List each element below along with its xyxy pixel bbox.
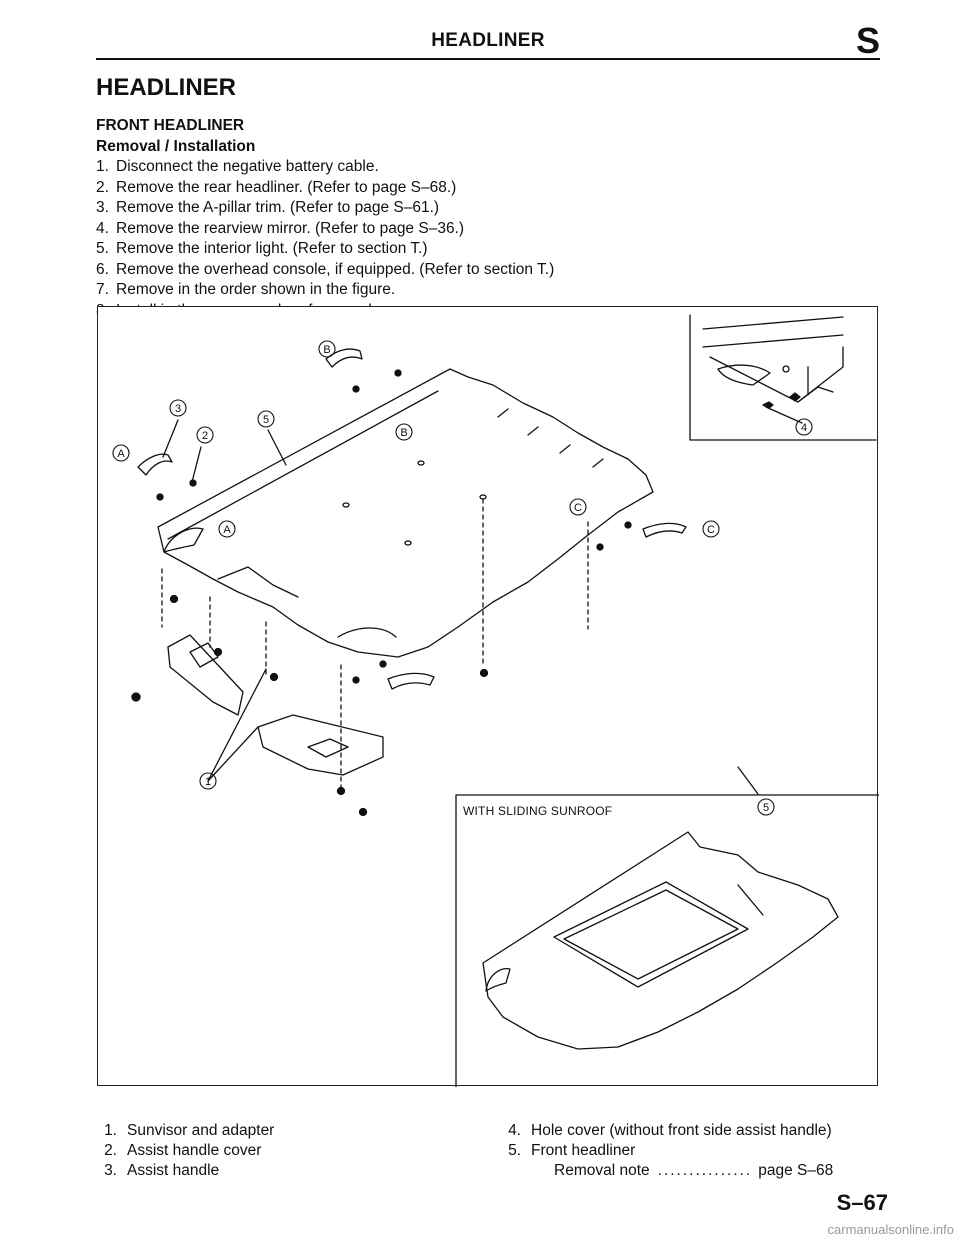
step-number: 6. bbox=[96, 260, 109, 278]
callout-b: B bbox=[400, 427, 407, 439]
legend-text: Assist handle cover bbox=[127, 1142, 262, 1159]
section-letter: S bbox=[855, 20, 880, 61]
callout-markers bbox=[112, 340, 813, 816]
page-number: S–67 bbox=[836, 1190, 888, 1215]
sunroof-inset bbox=[455, 794, 879, 1087]
header-rule bbox=[96, 58, 880, 60]
step-item: 6. Remove the overhead console, if equipp… bbox=[96, 260, 886, 281]
section-subtitle: Removal / Installation bbox=[96, 137, 256, 155]
step-number: 5. bbox=[96, 240, 109, 257]
step-text: Remove the overhead console, if equipped… bbox=[116, 260, 555, 278]
step-item: 4. Remove the rearview mirror. (Refer to … bbox=[96, 219, 886, 240]
step-text: Disconnect the negative battery cable. bbox=[116, 158, 379, 175]
step-text: Remove the rear headliner. (Refer to pag… bbox=[116, 178, 457, 196]
step-text: Remove the rearview mirror. (Refer to pa… bbox=[116, 219, 465, 237]
note-leader-dots: ............... bbox=[657, 1162, 753, 1179]
parts-legend-right: 4. Hole cover (without front side assist … bbox=[494, 1121, 884, 1181]
step-text: Remove the interior light. (Refer to sec… bbox=[116, 240, 428, 257]
step-number: 3. bbox=[96, 199, 109, 216]
section-title: FRONT HEADLINER bbox=[96, 117, 245, 134]
step-item: 7. Remove in the order shown in the figur… bbox=[96, 280, 886, 301]
callout-4: 4 bbox=[801, 422, 807, 434]
header-title: HEADLINER bbox=[431, 30, 545, 51]
step-text: Remove in the order shown in the figure. bbox=[116, 281, 396, 298]
legend-number: 2. bbox=[104, 1142, 117, 1159]
legend-item: 4. Hole cover (without front side assist … bbox=[494, 1121, 884, 1141]
legend-text: Front headliner bbox=[531, 1142, 636, 1159]
assembly-lines bbox=[161, 498, 589, 788]
step-number: 1. bbox=[96, 158, 109, 175]
assist-handles bbox=[137, 348, 687, 690]
legend-item: 1. Sunvisor and adapter bbox=[90, 1121, 410, 1141]
front-headliner-panel bbox=[157, 368, 654, 658]
legend-text: Sunvisor and adapter bbox=[127, 1122, 275, 1139]
hole-cover-inset bbox=[689, 314, 877, 441]
procedure-steps: 1. Disconnect the negative battery cable.… bbox=[96, 157, 886, 321]
exploded-view-figure: 3 2 5 A A B B C C 4 1 5 WITH SLIDING SUN… bbox=[97, 306, 879, 1087]
callout-b: B bbox=[323, 344, 330, 356]
callout-c: C bbox=[707, 524, 715, 536]
legend-number: 5. bbox=[508, 1142, 521, 1159]
step-item: 5. Remove the interior light. (Refer to s… bbox=[96, 239, 886, 260]
inset-caption: WITH SLIDING SUNROOF bbox=[463, 804, 613, 818]
watermark: carmanualsonline.info bbox=[827, 1222, 954, 1237]
note-label: Removal note bbox=[554, 1162, 650, 1179]
callout-c: C bbox=[574, 502, 582, 514]
step-number: 7. bbox=[96, 281, 109, 298]
legend-number: 4. bbox=[508, 1122, 521, 1139]
legend-item: 2. Assist handle cover bbox=[90, 1141, 410, 1161]
callout-a: A bbox=[223, 524, 231, 536]
step-item: 1. Disconnect the negative battery cable. bbox=[96, 157, 886, 178]
legend-text: Assist handle bbox=[127, 1162, 220, 1179]
legend-text: Hole cover (without front side assist ha… bbox=[531, 1122, 832, 1139]
step-item: 3. Remove the A-pillar trim. (Refer to pa… bbox=[96, 198, 886, 219]
procedure-section: FRONT HEADLINER Removal / Installation 1… bbox=[96, 116, 886, 321]
sunvisors bbox=[167, 634, 384, 776]
callout-labels: 3 2 5 A A B B C C 4 1 5 bbox=[117, 344, 807, 814]
step-number: 4. bbox=[96, 219, 109, 237]
callout-leaders bbox=[162, 419, 759, 795]
headliner-diagram: 3 2 5 A A B B C C 4 1 5 bbox=[112, 314, 879, 1087]
callout-2: 2 bbox=[202, 430, 208, 442]
callout-5: 5 bbox=[763, 802, 769, 814]
callout-a: A bbox=[117, 448, 125, 460]
note-page-ref: page S–68 bbox=[758, 1162, 834, 1179]
page-header: HEADLINER S bbox=[96, 20, 880, 61]
step-item: 2. Remove the rear headliner. (Refer to p… bbox=[96, 178, 886, 199]
parts-legend-left: 1. Sunvisor and adapter 2. Assist handle c… bbox=[90, 1121, 410, 1181]
removal-note: Removal note ............... page S–68 bbox=[494, 1161, 884, 1181]
callout-3: 3 bbox=[175, 403, 181, 415]
callout-5: 5 bbox=[263, 414, 269, 426]
callout-1: 1 bbox=[205, 776, 211, 788]
legend-item: 5. Front headliner bbox=[494, 1141, 884, 1161]
legend-number: 3. bbox=[104, 1162, 117, 1179]
legend-number: 1. bbox=[104, 1122, 117, 1139]
step-number: 2. bbox=[96, 178, 109, 196]
legend-item: 3. Assist handle bbox=[90, 1161, 410, 1181]
page-title: HEADLINER bbox=[96, 74, 237, 101]
step-text: Remove the A-pillar trim. (Refer to page… bbox=[116, 199, 440, 216]
